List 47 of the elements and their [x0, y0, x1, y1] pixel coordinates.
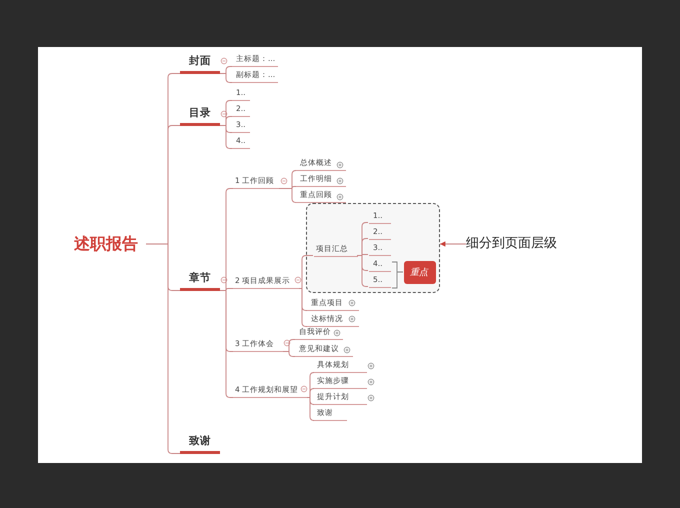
topic-text: 封面 — [189, 55, 211, 68]
subtopic — [307, 297, 359, 311]
subtopic — [232, 135, 250, 149]
subtopic — [369, 275, 391, 288]
branch-line — [220, 125, 232, 149]
topic-text: 重点 — [410, 268, 428, 278]
subtopic — [296, 158, 346, 171]
subtopic — [232, 103, 250, 117]
branch-line — [306, 397, 314, 421]
subtopic — [233, 174, 279, 189]
pointer-arrow — [440, 241, 466, 247]
branch-line — [298, 288, 308, 327]
subtopic — [369, 243, 391, 256]
subtopic — [233, 383, 307, 398]
subtopic — [295, 343, 353, 357]
topic-text: 章节 — [189, 272, 211, 285]
subtopic — [369, 227, 391, 240]
branch-line — [220, 290, 234, 398]
subtopic — [295, 327, 343, 340]
topic-text: 目录 — [189, 107, 211, 120]
branch-line — [278, 188, 296, 203]
branch-line — [220, 73, 232, 83]
subtopic — [314, 242, 358, 257]
highlight-tag — [404, 261, 436, 284]
subtopic — [313, 360, 367, 373]
subtopic — [233, 274, 299, 289]
branch-line — [356, 255, 368, 287]
subtopic — [232, 119, 250, 133]
branch-line — [306, 388, 314, 398]
subtopic — [296, 174, 346, 187]
topic-text: 致谢 — [189, 435, 211, 448]
subtopic — [232, 52, 278, 67]
topic-text: 述职报告 — [74, 234, 138, 254]
subtopic — [369, 211, 391, 224]
topic-text: 细分到页面层级 — [466, 236, 557, 252]
dashed-boundary — [306, 203, 440, 293]
main-topic — [180, 52, 220, 74]
branch-line — [282, 351, 296, 357]
subtopic — [233, 337, 283, 352]
subtopic — [307, 313, 359, 327]
main-topic — [180, 433, 220, 454]
subtopic — [232, 87, 250, 101]
subtopic — [232, 68, 278, 83]
subtopic — [369, 259, 391, 272]
subtopic — [313, 376, 367, 389]
subtopic — [313, 408, 347, 421]
subtopic — [313, 392, 367, 405]
